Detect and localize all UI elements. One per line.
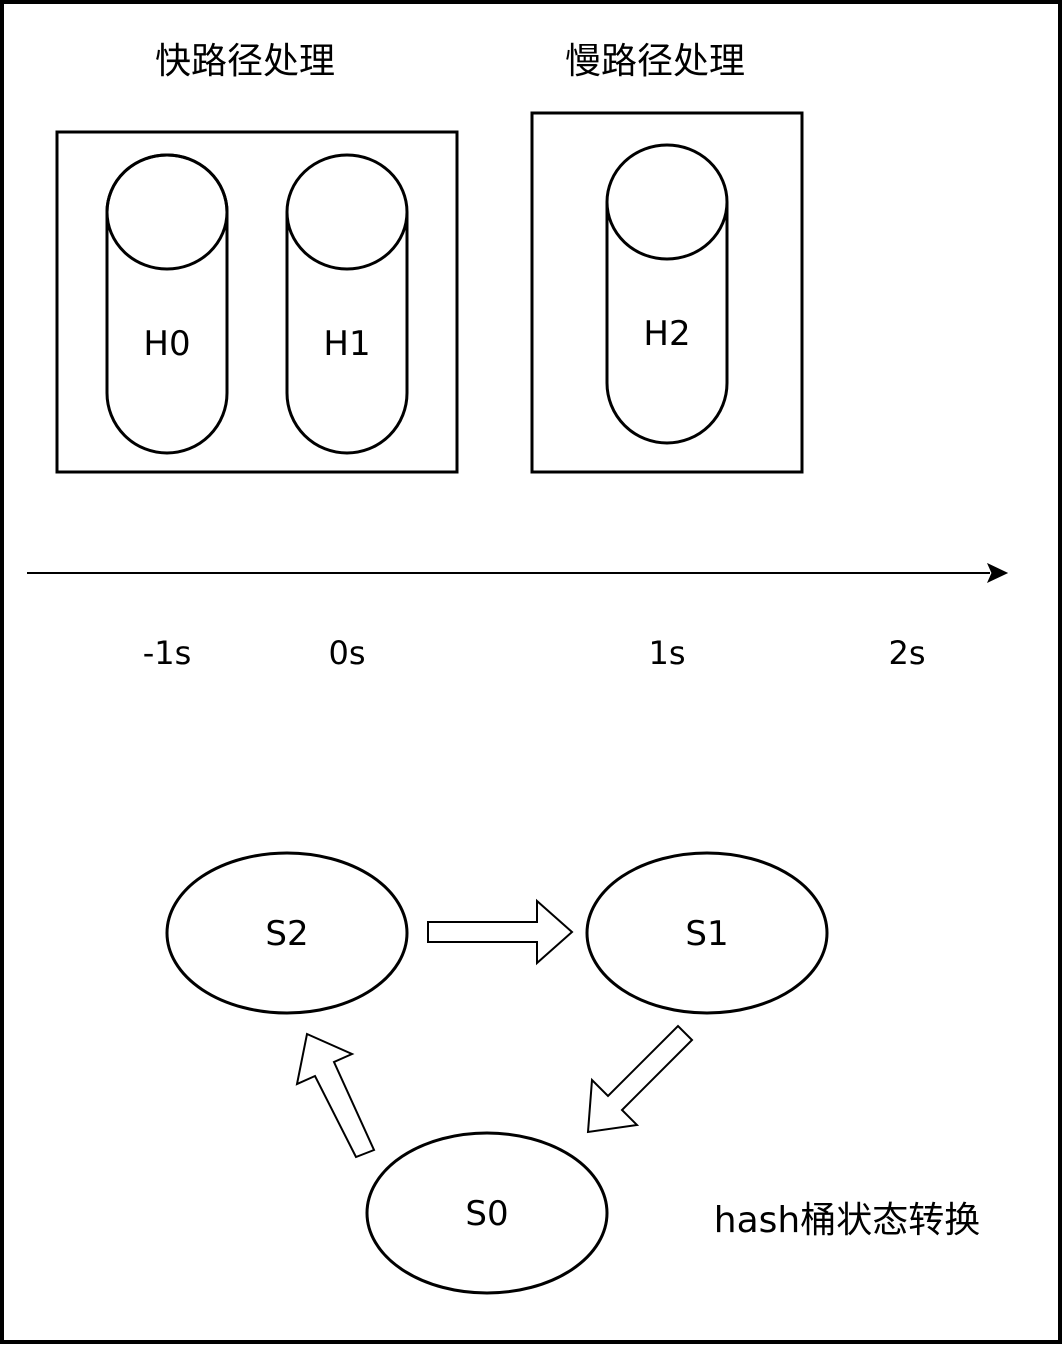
state-transition-caption: hash桶状态转换 xyxy=(714,1200,980,1241)
cylinder-h0-body xyxy=(105,212,229,455)
state-s2-label: S2 xyxy=(265,914,308,954)
cylinder-h2-label: H2 xyxy=(643,314,690,354)
cylinder-h1: H1 xyxy=(285,153,409,455)
arrow-s2-to-s1-icon xyxy=(427,898,574,966)
tick-label-0s: 0s xyxy=(328,634,365,672)
cylinder-h0-label: H0 xyxy=(143,324,190,364)
slow-path-title: 慢路径处理 xyxy=(565,41,745,82)
fast-path-box xyxy=(55,130,459,474)
timeline-axis xyxy=(27,562,1009,584)
cylinder-h0: H0 xyxy=(105,153,229,455)
arrow-s1-to-s0-icon xyxy=(586,1024,694,1134)
state-s1-ellipse xyxy=(585,851,829,1015)
state-s1-label: S1 xyxy=(685,914,728,954)
fast-path-title: 快路径处理 xyxy=(155,41,335,82)
state-s1: S1 xyxy=(585,851,829,1015)
tick-label-2s: 2s xyxy=(888,634,925,672)
state-s0: S0 xyxy=(365,1131,609,1295)
timeline-arrowhead-icon xyxy=(986,562,1009,584)
tick-label-1s: 1s xyxy=(648,634,685,672)
cylinder-h1-top xyxy=(285,153,409,271)
cylinder-h2: H2 xyxy=(605,143,729,445)
arrow-s0-to-s2-icon xyxy=(295,1032,376,1159)
cylinder-h1-body xyxy=(285,212,409,455)
state-s2: S2 xyxy=(165,851,409,1015)
state-s2-ellipse xyxy=(165,851,409,1015)
slow-path-box xyxy=(530,111,804,474)
cylinder-h2-top xyxy=(605,143,729,261)
cylinder-h2-body xyxy=(605,202,729,445)
cylinder-h1-label: H1 xyxy=(323,324,370,364)
tick-label-neg1s: -1s xyxy=(143,634,192,672)
state-s0-ellipse xyxy=(365,1131,609,1295)
state-s0-label: S0 xyxy=(465,1194,508,1234)
